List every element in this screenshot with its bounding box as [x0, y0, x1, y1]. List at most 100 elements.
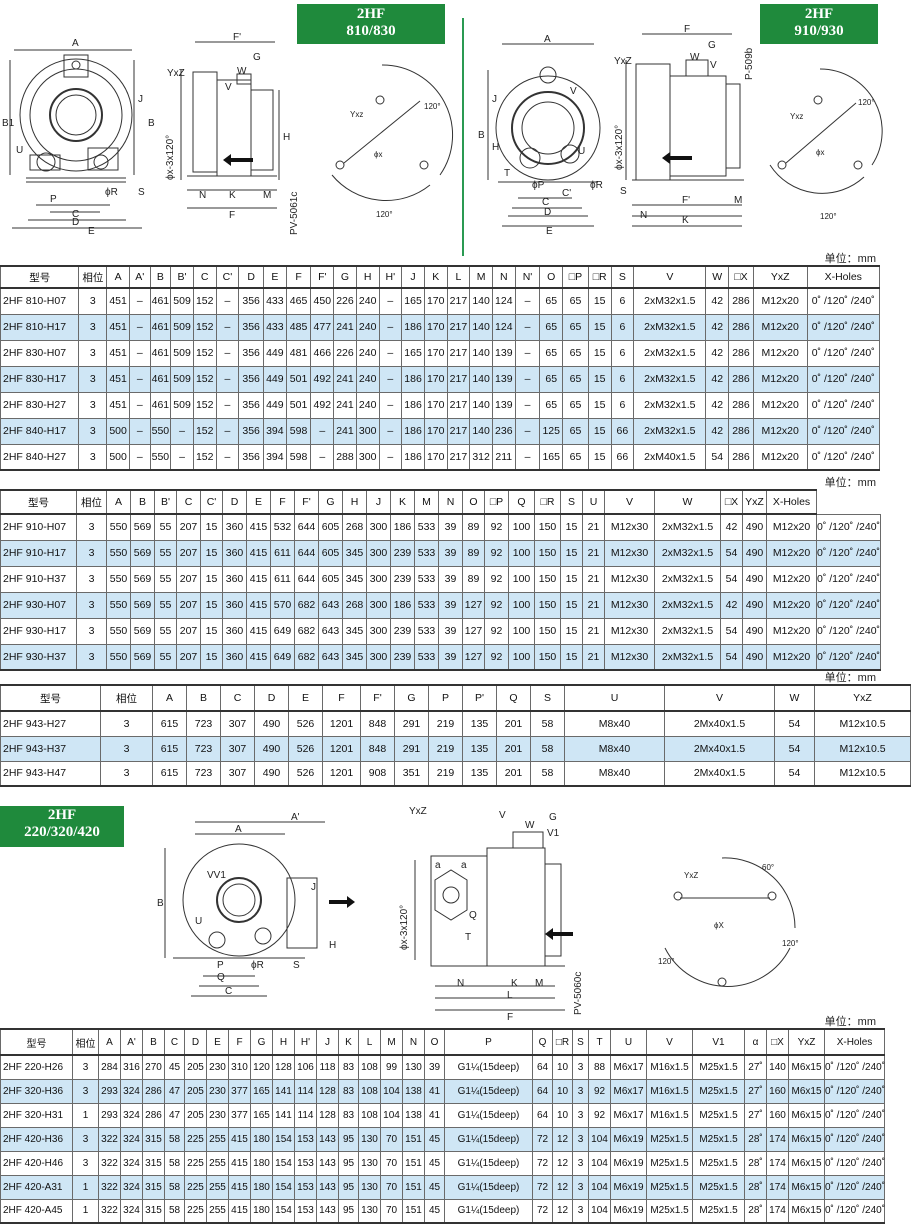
table-cell: 58: [530, 710, 565, 737]
column-header: 相位: [78, 265, 108, 289]
table-cell: 150: [534, 565, 561, 593]
dim-D: D: [72, 217, 79, 228]
table-cell: 217: [446, 339, 471, 367]
column-header: 型号: [0, 265, 80, 289]
table-cell: 315: [142, 1150, 165, 1176]
table-cell: 3: [78, 313, 108, 341]
table-cell: 533: [414, 643, 439, 671]
table-cell: 70: [380, 1198, 403, 1224]
table-cell: 165: [250, 1102, 273, 1128]
table-cell: 65: [562, 443, 589, 471]
dim-F: F: [684, 24, 690, 35]
model-cell: 2HF 830-H17: [0, 365, 80, 393]
table-cell: 356: [238, 391, 264, 419]
table-cell: 3: [78, 391, 108, 419]
table-cell: 481: [285, 339, 312, 367]
column-header: D: [184, 1028, 207, 1056]
table-cell: 42: [705, 391, 730, 419]
column-header: B: [149, 265, 172, 289]
table-cell: 550: [106, 617, 131, 645]
table-cell: 128: [316, 1102, 339, 1128]
table-cell: 307: [220, 735, 255, 762]
column-header: X-Holes: [766, 489, 817, 515]
dim-K: K: [511, 978, 518, 989]
table-cell: 65: [539, 313, 564, 341]
dim-B: B: [478, 130, 485, 141]
angle-120-a: 120°: [782, 939, 799, 948]
table-cell: 70: [380, 1126, 403, 1152]
hole-yxz-label: Yxz: [350, 110, 363, 119]
table-cell: 141: [272, 1078, 295, 1104]
table-cell: 492: [310, 365, 335, 393]
table-cell: 100: [508, 539, 535, 567]
dim-D: D: [544, 207, 551, 218]
table-cell: 130: [358, 1150, 381, 1176]
table-cell: 3: [78, 443, 108, 471]
table-cell: 533: [414, 565, 439, 593]
dim-J: J: [311, 882, 316, 893]
table-cell: 186: [401, 443, 425, 471]
table-cell: 170: [423, 365, 448, 393]
table-cell: 324: [120, 1126, 143, 1152]
table-cell: 240: [355, 287, 380, 315]
table-cell: 449: [263, 339, 287, 367]
table-cell: 140: [469, 313, 493, 341]
table-cell: 682: [294, 643, 319, 671]
unit-label-3: 单位：mm: [824, 672, 876, 684]
table-cell: 0˚ /120˚ /240˚: [816, 591, 881, 619]
table-cell: 54: [720, 617, 743, 645]
dim-phi: ϕx-3x120°: [614, 125, 625, 170]
dim-F: F: [507, 1012, 513, 1023]
table-cell: M12x10.5: [814, 760, 911, 787]
table-cell: 3: [572, 1054, 589, 1080]
table-cell: 533: [414, 617, 439, 645]
table-cell: 723: [186, 710, 221, 737]
table-cell: 83: [338, 1102, 359, 1128]
table-cell: 28˚: [744, 1174, 767, 1200]
table-cell: 2Mx40x1.5: [664, 760, 775, 787]
table-cell: 104: [380, 1078, 403, 1104]
table-cell: 351: [394, 760, 429, 787]
table-cell: 908: [360, 760, 395, 787]
model-cell: 2HF 810-H07: [0, 287, 80, 315]
table-cell: 490: [742, 513, 767, 541]
column-header: M: [414, 489, 439, 515]
model-cell: 2HF 910-H07: [0, 513, 77, 541]
table-cell: –: [215, 313, 240, 341]
table-cell: 72: [532, 1150, 553, 1176]
table-cell: 27˚: [744, 1054, 767, 1080]
table-cell: 356: [238, 365, 264, 393]
dim-J: J: [492, 94, 497, 105]
table-cell: 15: [200, 513, 223, 541]
table-cell: –: [128, 443, 151, 471]
table-cell: 21: [582, 539, 605, 567]
table-cell: 6: [610, 391, 635, 419]
table-cell: 92: [484, 513, 509, 541]
table-cell: 118: [316, 1054, 339, 1080]
table-cell: 65: [539, 365, 564, 393]
table-cell: 58: [530, 760, 565, 787]
table-cell: 139: [491, 339, 516, 367]
table-cell: 3: [572, 1150, 589, 1176]
table-cell: 433: [263, 313, 287, 341]
table-cell: 0˚ /120˚ /240˚: [806, 417, 880, 445]
table-cell: 217: [446, 417, 471, 445]
table-cell: 288: [333, 443, 357, 471]
table-cell: 152: [192, 339, 217, 367]
table-cell: M6x19: [610, 1150, 647, 1176]
angle-60: 60°: [762, 863, 774, 872]
table-cell: 39: [438, 565, 463, 593]
table-cell: 140: [469, 287, 493, 315]
table-cell: –: [170, 417, 194, 445]
dim-T: T: [465, 932, 471, 943]
table-cell: –: [378, 443, 403, 471]
table-cell: 42: [705, 287, 730, 315]
table-cell: –: [514, 313, 541, 341]
table-cell: 239: [390, 539, 415, 567]
dim-L: L: [507, 990, 513, 1001]
table-cell: 682: [294, 591, 319, 619]
model-cell: 2HF 930-H17: [0, 617, 77, 645]
